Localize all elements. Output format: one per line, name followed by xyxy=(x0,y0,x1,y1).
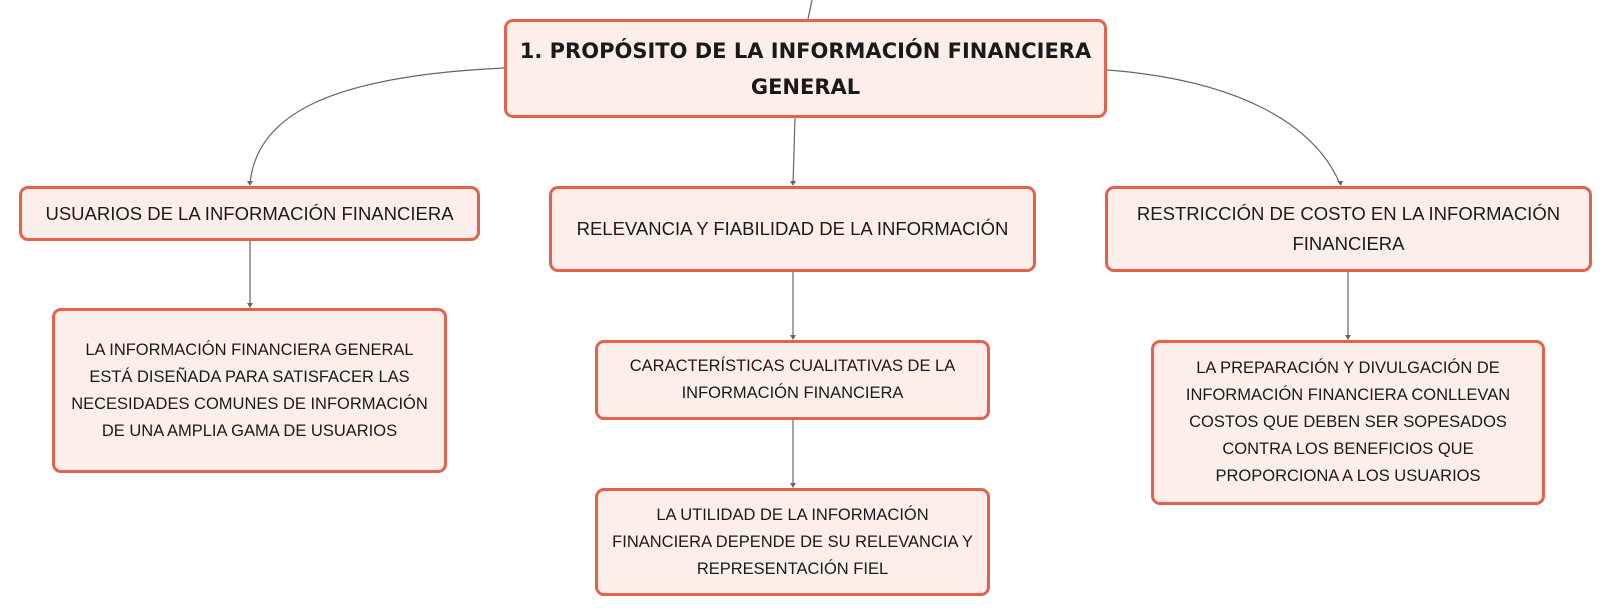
topic-restriccion[interactable]: RESTRICCIÓN DE COSTO EN LA INFORMACIÓN F… xyxy=(1105,186,1592,272)
topic-usuarios[interactable]: USUARIOS DE LA INFORMACIÓN FINANCIERA xyxy=(19,186,480,241)
root-topic-label: 1. PROPÓSITO DE LA INFORMACIÓN FINANCIER… xyxy=(519,38,1092,99)
topic-usuarios-label: USUARIOS DE LA INFORMACIÓN FINANCIERA xyxy=(45,202,454,224)
root-topic[interactable]: 1. PROPÓSITO DE LA INFORMACIÓN FINANCIER… xyxy=(504,19,1107,118)
subtopic-caracteristicas-label: CARACTERÍSTICAS CUALITATIVAS DE LA INFOR… xyxy=(629,357,956,402)
subtopic-utilidad[interactable]: LA UTILIDAD DE LA INFORMACIÓN FINANCIERA… xyxy=(595,488,990,596)
connector-root-to-usuarios xyxy=(249,67,505,185)
arrowhead-usuarios-child xyxy=(247,303,253,308)
subtopic-restriccion-description[interactable]: LA PREPARACIÓN Y DIVULGACIÓN DE INFORMAC… xyxy=(1151,340,1545,505)
topic-relevancia[interactable]: RELEVANCIA Y FIABILIDAD DE LA INFORMACIÓ… xyxy=(549,186,1036,272)
arrowhead-restriccion xyxy=(1337,181,1343,186)
subtopic-usuarios-description-label: LA INFORMACIÓN FINANCIERA GENERAL ESTÁ D… xyxy=(71,340,428,440)
connector-root-to-restriccion xyxy=(1106,69,1341,185)
arrowhead-caracteristicas xyxy=(790,335,796,340)
incoming-connector xyxy=(807,0,813,20)
arrowhead-utilidad xyxy=(790,483,796,488)
arrowhead-restriccion-child xyxy=(1345,335,1351,340)
connector-root-to-relevancia xyxy=(792,117,796,185)
arrowhead-relevancia xyxy=(790,181,796,186)
subtopic-restriccion-description-label: LA PREPARACIÓN Y DIVULGACIÓN DE INFORMAC… xyxy=(1185,359,1511,485)
topic-relevancia-label: RELEVANCIA Y FIABILIDAD DE LA INFORMACIÓ… xyxy=(576,218,1009,239)
arrowhead-usuarios xyxy=(247,181,253,186)
topic-restriccion-label: RESTRICCIÓN DE COSTO EN LA INFORMACIÓN F… xyxy=(1136,203,1561,254)
subtopic-usuarios-description[interactable]: LA INFORMACIÓN FINANCIERA GENERAL ESTÁ D… xyxy=(52,308,447,473)
subtopic-caracteristicas[interactable]: CARACTERÍSTICAS CUALITATIVAS DE LA INFOR… xyxy=(595,340,990,420)
subtopic-utilidad-label: LA UTILIDAD DE LA INFORMACIÓN FINANCIERA… xyxy=(612,505,973,578)
